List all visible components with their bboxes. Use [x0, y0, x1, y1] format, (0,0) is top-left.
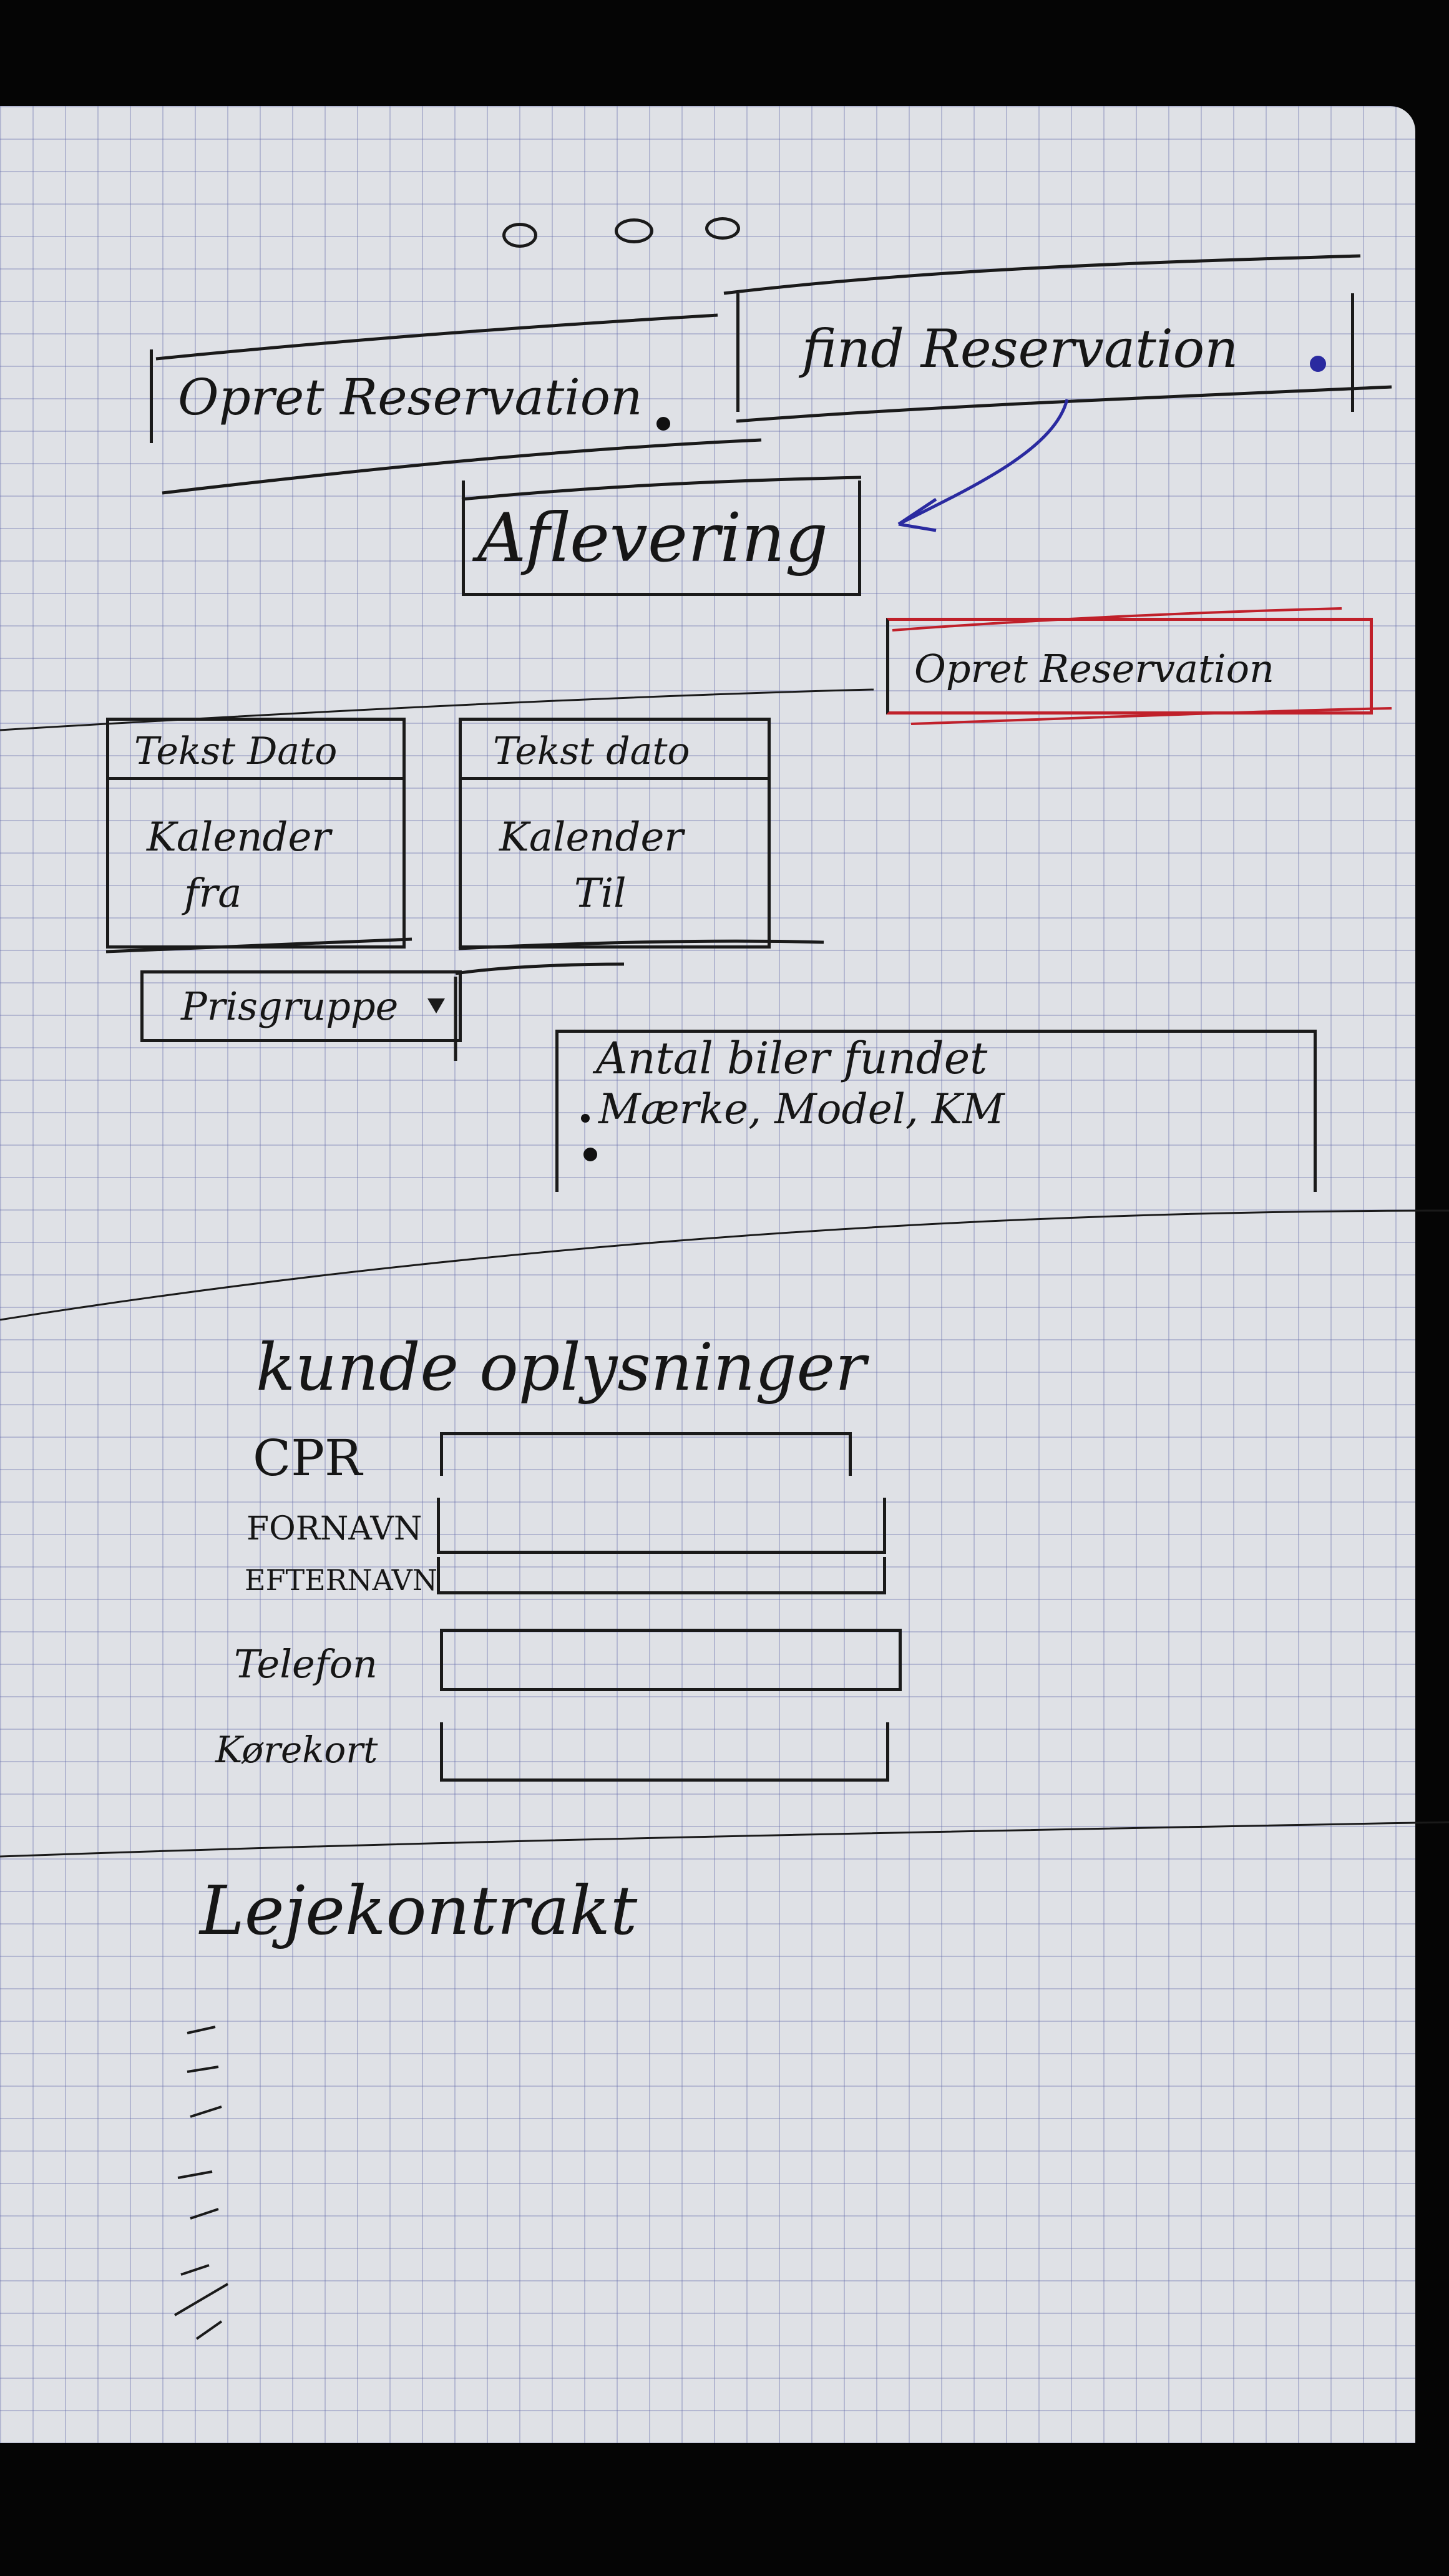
license-input[interactable] [440, 1722, 889, 1782]
date-from-header: Tekst Dato [109, 721, 402, 780]
close-dot[interactable] [502, 223, 537, 248]
customer-section-title: kunde oplysninger [256, 1329, 866, 1405]
calendar-sub-label: fra [184, 871, 242, 917]
results-count-label: Antal biler fundet [596, 1033, 988, 1084]
bullet-icon [581, 1114, 590, 1123]
tab-label: Opret Reservation [178, 368, 643, 426]
button-label: Aflevering [477, 499, 828, 577]
price-group-select[interactable]: Prisgruppe [140, 970, 462, 1042]
bullet-icon [583, 1148, 597, 1161]
selected-marker-icon [1310, 356, 1326, 372]
chevron-down-icon [427, 998, 445, 1013]
button-label: Opret Reservation [914, 646, 1274, 691]
aflevering-button[interactable]: Aflevering [462, 481, 861, 596]
create-reservation-button[interactable]: Opret Reservation [886, 618, 1373, 715]
results-item-label: Mærke, Model, KM [598, 1085, 1005, 1133]
select-value: Prisgruppe [181, 983, 399, 1029]
date-to-picker[interactable]: Tekst dato Kalender Til [459, 718, 771, 949]
tab-label: find Reservation [802, 318, 1239, 379]
calendar-label: Kalender [499, 814, 683, 861]
last-name-label: EFTERNAVN [245, 1563, 438, 1597]
maximize-dot[interactable] [705, 217, 740, 240]
tab-active-dot-icon [656, 417, 670, 431]
phone-label: Telefon [234, 1641, 378, 1687]
cpr-input[interactable] [440, 1432, 852, 1476]
last-name-input[interactable] [437, 1557, 886, 1594]
notebook-page [0, 106, 1415, 2443]
tab-opret-reservation[interactable]: Opret Reservation [150, 349, 733, 443]
calendar-label: Kalender [147, 814, 331, 861]
first-name-label: FORNAVN [246, 1510, 422, 1548]
results-list[interactable]: Antal biler fundet Mærke, Model, KM [555, 1030, 1317, 1192]
tab-find-reservation[interactable]: find Reservation [736, 293, 1354, 412]
calendar-sub-label: Til [574, 871, 627, 917]
license-label: Kørekort [215, 1729, 378, 1771]
cpr-label: CPR [253, 1429, 363, 1487]
phone-input[interactable] [440, 1629, 902, 1691]
contract-section-title: Lejekontrakt [200, 1872, 638, 1950]
first-name-input[interactable] [437, 1498, 886, 1554]
date-to-header: Tekst dato [462, 721, 768, 780]
minimize-dot[interactable] [615, 218, 653, 243]
date-from-picker[interactable]: Tekst Dato Kalender fra [106, 718, 406, 949]
